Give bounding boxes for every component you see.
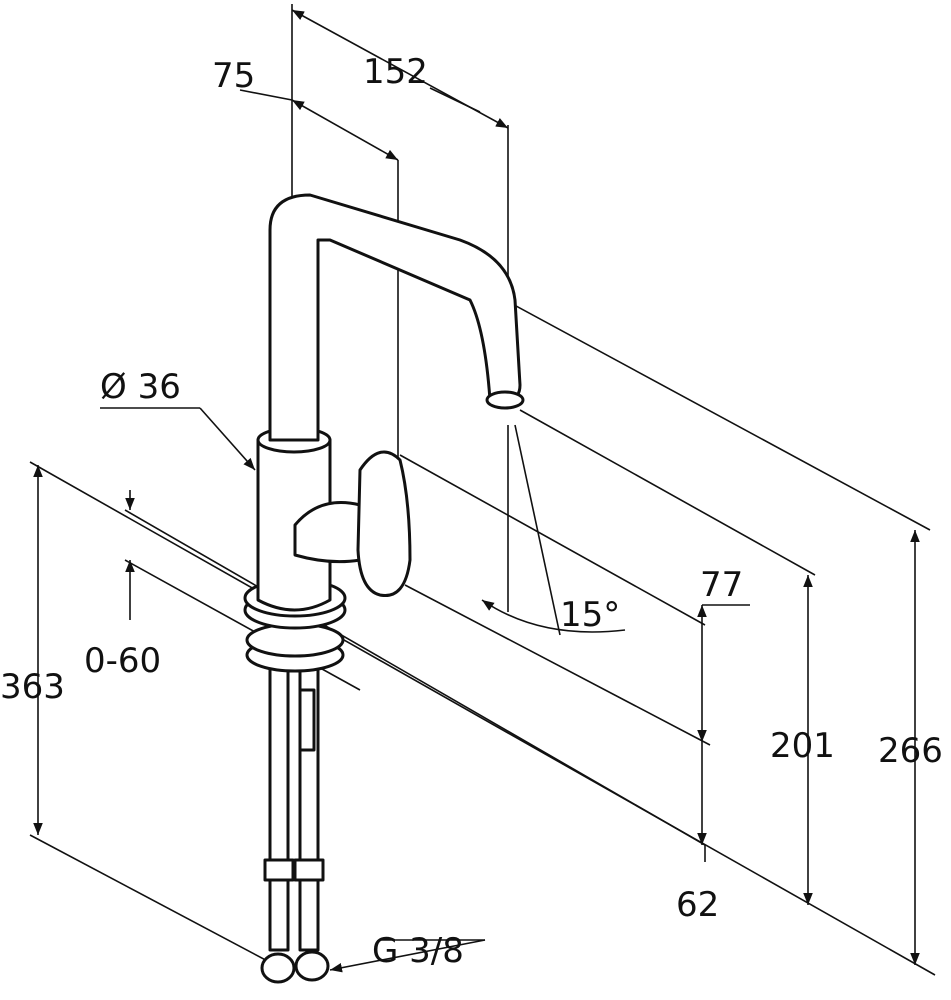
dim-deck-thickness: 0-60 xyxy=(84,641,161,681)
dim-spout-outlet-height: 201 xyxy=(770,726,835,766)
dim-spout-offset: 75 xyxy=(212,56,255,96)
dim-spout-top-height: 266 xyxy=(878,731,943,771)
dim-swivel-angle: 15° xyxy=(560,595,620,635)
extension-lines xyxy=(29,4,936,976)
dim-connection-thread: G 3/8 xyxy=(372,931,464,971)
dim-lower: 62 xyxy=(676,885,719,925)
dim-handle: 77 xyxy=(700,565,743,605)
faucet xyxy=(243,193,525,984)
dimension-lines xyxy=(33,9,920,973)
dim-total-height: 363 xyxy=(0,667,65,707)
dim-spout-reach: 152 xyxy=(363,52,428,92)
dim-body-diameter: Ø 36 xyxy=(100,367,181,407)
